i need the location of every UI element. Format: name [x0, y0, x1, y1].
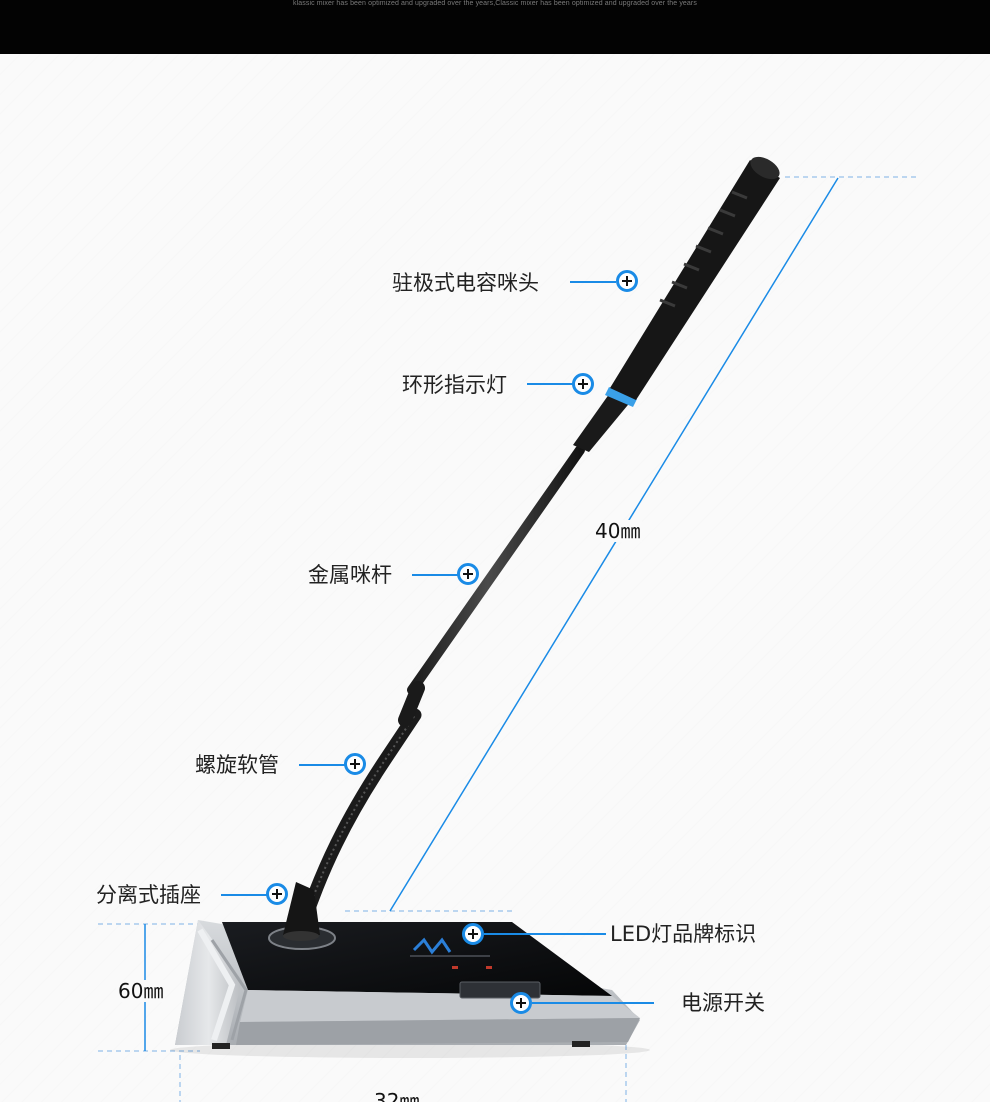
capsule-plus-icon[interactable] [616, 270, 638, 292]
callout-spiral-hose-leader [299, 764, 345, 766]
conference-base [175, 920, 640, 1049]
metal-rod-plus-icon[interactable] [457, 563, 479, 585]
callout-power-switch-leader [532, 1002, 654, 1004]
callout-led-logo-label: LED灯品牌标识 [610, 922, 757, 946]
length-dimension-label: 40㎜ [593, 519, 643, 543]
spiral-hose [298, 708, 422, 927]
callout-capsule-leader [570, 281, 616, 283]
callout-power-switch-label: 电源开关 [681, 991, 765, 1015]
metal-rod [407, 445, 585, 695]
socket-plus-icon[interactable] [266, 883, 288, 905]
ring-light [605, 387, 637, 407]
power-switch-plus-icon[interactable] [510, 992, 532, 1014]
callout-metal-rod-label: 金属咪杆 [308, 563, 392, 587]
banner-tagline: klassic mixer has been optimized and upg… [293, 0, 697, 7]
width-dimension-label: 32㎜ [372, 1090, 422, 1102]
length-dimension-line [389, 177, 839, 912]
callout-socket-leader [221, 894, 267, 896]
led-logo-plus-icon[interactable] [462, 923, 484, 945]
height-dimension-label: 60㎜ [116, 979, 166, 1003]
callout-socket-label: 分离式插座 [96, 883, 201, 907]
top-banner: klassic mixer has been optimized and upg… [0, 0, 990, 54]
callout-ring-light-leader [527, 383, 573, 385]
callout-led-logo-leader [484, 933, 606, 935]
spiral-hose-plus-icon[interactable] [344, 753, 366, 775]
callout-spiral-hose-label: 螺旋软管 [195, 753, 279, 777]
callout-capsule-label: 驻极式电容咪头 [392, 271, 539, 295]
capsule-body [610, 160, 780, 400]
ring-light-plus-icon[interactable] [572, 373, 594, 395]
callout-ring-light-label: 环形指示灯 [402, 373, 507, 397]
dimension-guides [98, 176, 920, 1102]
callout-metal-rod-leader [412, 574, 458, 576]
